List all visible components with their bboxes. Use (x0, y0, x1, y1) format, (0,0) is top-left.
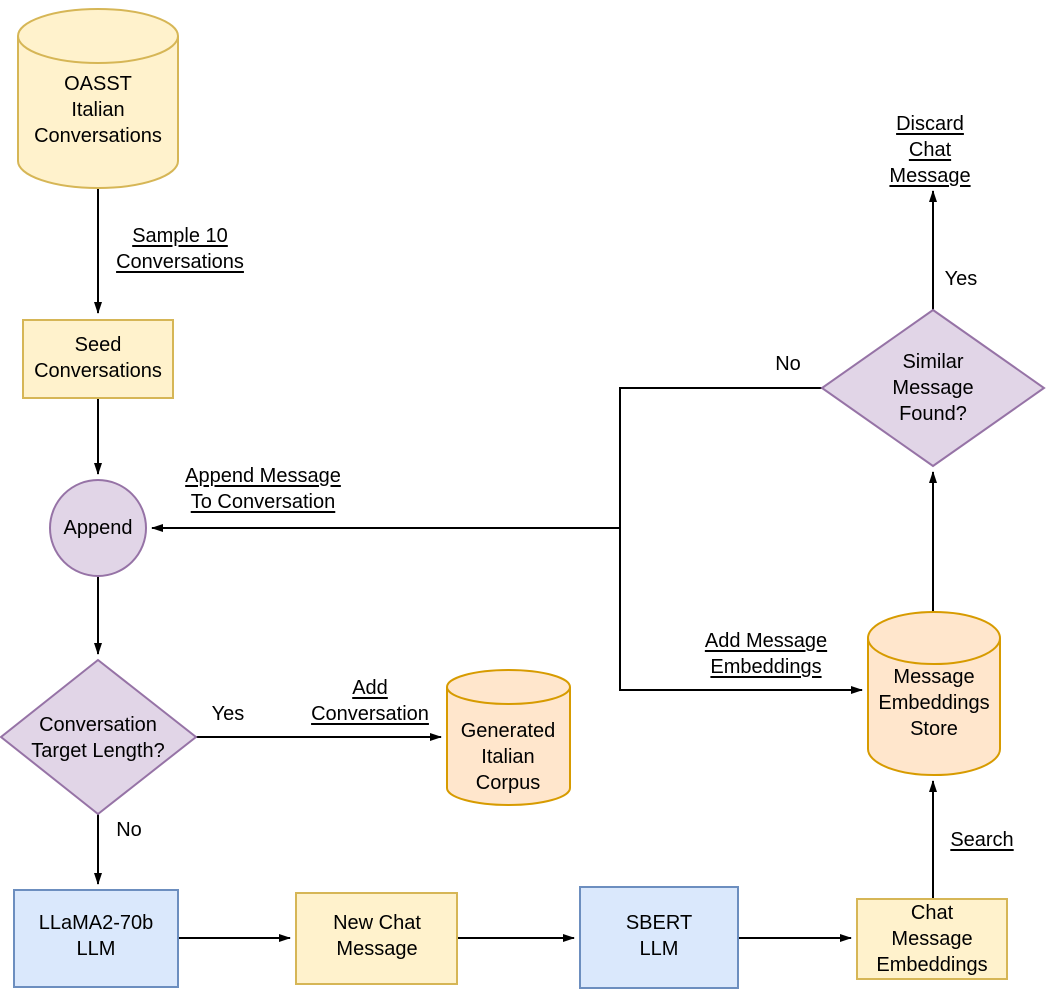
target-length-yes-label: Yes (211, 703, 245, 725)
search-edge-label: Search (950, 829, 1014, 851)
sample-conversations-edge-label: Sample 10 Conversations (116, 225, 244, 273)
chat-message-embeddings-box (856, 898, 1008, 980)
seed-conversations-box (22, 319, 174, 399)
add-conversation-edge-label: Add Conversation (311, 677, 429, 725)
similar-found-no-label: No (775, 353, 801, 375)
llama-box (13, 889, 179, 988)
target-length-label: Conversation Target Length? (31, 714, 165, 762)
oasst-cylinder (17, 8, 179, 189)
append-label: Append (63, 517, 133, 539)
sbert-box (579, 886, 739, 989)
discard-chat-message-edge-label: Discard Chat Message (889, 113, 971, 187)
target-length-diamond (0, 658, 198, 816)
edge-similar-found-no-to-store (619, 387, 863, 694)
sbert-label: SBERT LLM (625, 912, 693, 960)
target-length-no-label: No (116, 819, 142, 841)
similar-found-label: Similar Message Found? (892, 351, 974, 425)
oasst-label: OASST Italian Conversations (34, 73, 162, 147)
add-embeddings-edge-label: Add Message Embeddings (704, 630, 828, 678)
llama-label: LLaMA2-70b LLM (38, 912, 154, 960)
oasst-cylinder-rim (17, 35, 179, 64)
embeddings-store-cylinder-rim (867, 637, 1001, 665)
generated-corpus-cylinder-rim (446, 686, 571, 705)
new-chat-message-label: New Chat Message (333, 912, 421, 960)
generated-corpus-cylinder (446, 669, 571, 806)
embeddings-store-cylinder (867, 611, 1001, 776)
new-chat-message-box (295, 892, 458, 985)
similar-found-yes-label: Yes (944, 268, 978, 290)
similar-found-diamond (820, 308, 1046, 468)
embeddings-store-label: Message Embeddings Store (878, 666, 990, 740)
append-circle (49, 479, 147, 577)
generated-corpus-label: Generated Italian Corpus (460, 720, 556, 794)
seed-conversations-label: Seed Conversations (34, 334, 162, 382)
append-message-edge-label: Append Message To Conversation (185, 465, 341, 513)
chat-message-embeddings-label: Chat Message Embeddings (876, 902, 988, 976)
